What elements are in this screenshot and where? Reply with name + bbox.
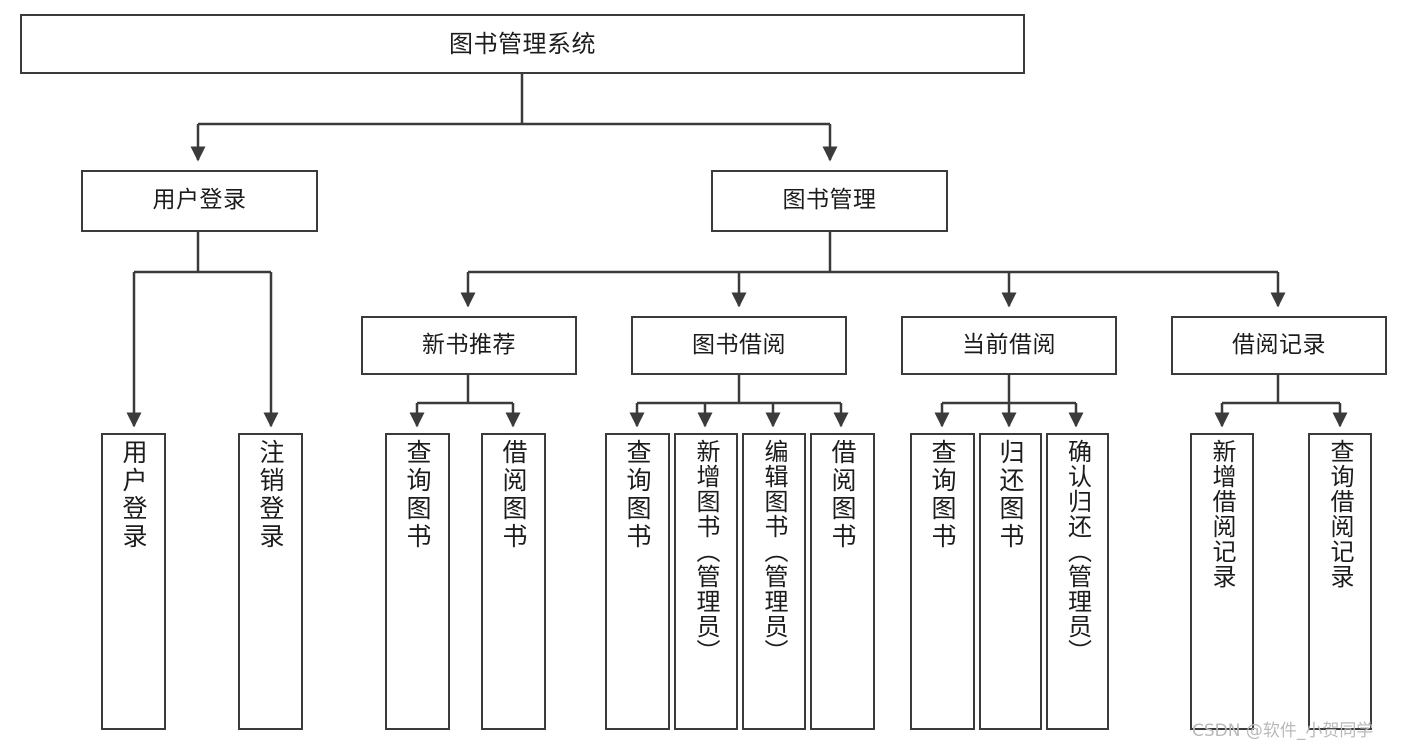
- node-leaf-add-borrow-record-label: 新增借阅记录: [1208, 439, 1236, 589]
- node-leaf-current-query-book[interactable]: 查询图书: [910, 433, 975, 730]
- node-leaf-recommend-borrow-book-label: 借阅图书: [499, 439, 528, 551]
- node-leaf-borrow-book-label: 借阅图书: [828, 439, 857, 551]
- node-leaf-confirm-return-admin[interactable]: 确认归还（管理员）: [1046, 433, 1109, 730]
- node-leaf-current-query-book-label: 查询图书: [928, 439, 957, 551]
- node-book-manage[interactable]: 图书管理: [711, 170, 948, 232]
- node-book-manage-label: 图书管理: [782, 187, 877, 214]
- node-current-borrow-label: 当前借阅: [962, 331, 1056, 358]
- node-user-login-label: 用户登录: [152, 187, 247, 214]
- node-borrow-record-label: 借阅记录: [1232, 331, 1326, 358]
- node-new-book-recommend[interactable]: 新书推荐: [361, 316, 577, 375]
- node-leaf-query-borrow-record-label: 查询借阅记录: [1326, 439, 1354, 589]
- node-leaf-add-book-admin-label: 新增图书（管理员）: [692, 439, 720, 664]
- node-borrow-record[interactable]: 借阅记录: [1171, 316, 1387, 375]
- node-leaf-user-login-label: 用户登录: [119, 439, 148, 551]
- node-leaf-borrow-book[interactable]: 借阅图书: [810, 433, 875, 730]
- node-leaf-borrow-query-book[interactable]: 查询图书: [605, 433, 670, 730]
- node-book-borrow[interactable]: 图书借阅: [631, 316, 847, 375]
- node-leaf-recommend-borrow-book[interactable]: 借阅图书: [481, 433, 546, 730]
- node-current-borrow[interactable]: 当前借阅: [901, 316, 1117, 375]
- node-leaf-return-book[interactable]: 归还图书: [979, 433, 1042, 730]
- node-leaf-return-book-label: 归还图书: [996, 439, 1025, 551]
- node-leaf-add-book-admin[interactable]: 新增图书（管理员）: [674, 433, 738, 730]
- node-new-book-recommend-label: 新书推荐: [422, 331, 516, 358]
- csdn-watermark: CSDN @软件_小贺同学: [1192, 721, 1374, 741]
- node-leaf-add-borrow-record[interactable]: 新增借阅记录: [1190, 433, 1254, 730]
- node-book-borrow-label: 图书借阅: [692, 331, 786, 358]
- node-user-login[interactable]: 用户登录: [81, 170, 318, 232]
- node-leaf-logout-label: 注销登录: [256, 439, 285, 551]
- node-leaf-query-borrow-record[interactable]: 查询借阅记录: [1308, 433, 1372, 730]
- node-root[interactable]: 图书管理系统: [20, 14, 1025, 74]
- node-leaf-logout[interactable]: 注销登录: [238, 433, 303, 730]
- node-leaf-edit-book-admin[interactable]: 编辑图书（管理员）: [742, 433, 806, 730]
- node-leaf-edit-book-admin-label: 编辑图书（管理员）: [760, 439, 788, 664]
- node-leaf-confirm-return-admin-label: 确认归还（管理员）: [1063, 439, 1092, 664]
- node-leaf-recommend-query-book-label: 查询图书: [403, 439, 432, 551]
- node-root-label: 图书管理系统: [449, 29, 596, 58]
- node-leaf-borrow-query-book-label: 查询图书: [623, 439, 652, 551]
- node-leaf-user-login[interactable]: 用户登录: [101, 433, 166, 730]
- node-leaf-recommend-query-book[interactable]: 查询图书: [385, 433, 450, 730]
